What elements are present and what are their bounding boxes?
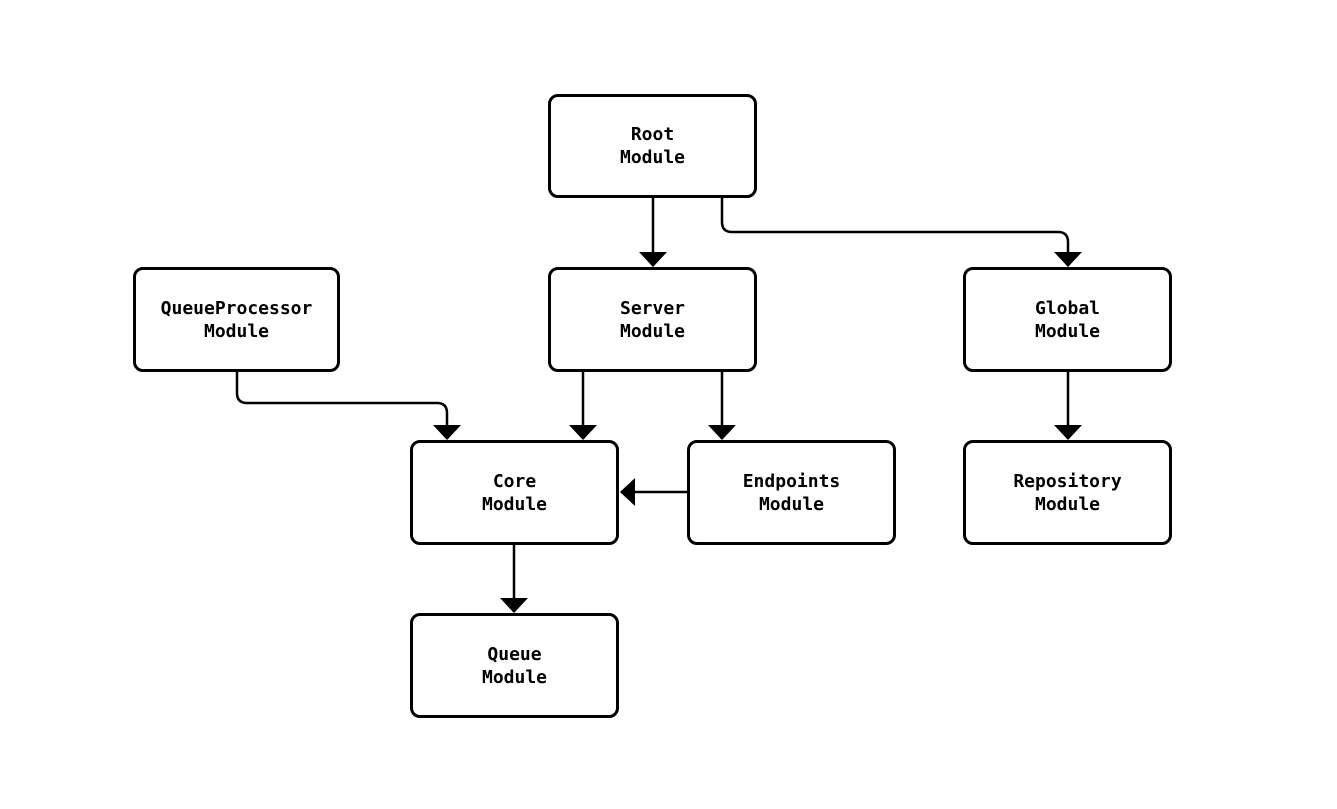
node-server-module: Server Module xyxy=(548,267,757,372)
node-label-server-module: Server Module xyxy=(619,297,686,342)
edge-queueprocessor-module-to-core-module xyxy=(235,372,461,440)
node-endpoints-module: Endpoints Module xyxy=(687,440,896,545)
edge-root-module-to-global-module xyxy=(720,198,1082,267)
node-label-endpoints-module: Endpoints Module xyxy=(742,470,841,515)
node-label-queue-module: Queue Module xyxy=(481,643,548,688)
node-global-module: Global Module xyxy=(963,267,1172,372)
node-label-core-module: Core Module xyxy=(481,470,548,515)
node-label-root-module: Root Module xyxy=(619,124,686,168)
node-root-module: Root Module xyxy=(548,94,757,198)
node-repository-module: Repository Module xyxy=(963,440,1172,545)
node-queue-module: Queue Module xyxy=(410,613,619,718)
node-label-queueprocessor-module: QueueProcessor Module xyxy=(160,297,313,342)
node-label-repository-module: Repository Module xyxy=(1013,470,1122,515)
node-queueprocessor-module: QueueProcessor Module xyxy=(133,267,340,372)
node-core-module: Core Module xyxy=(410,440,619,545)
node-label-global-module: Global Module xyxy=(1034,297,1101,342)
